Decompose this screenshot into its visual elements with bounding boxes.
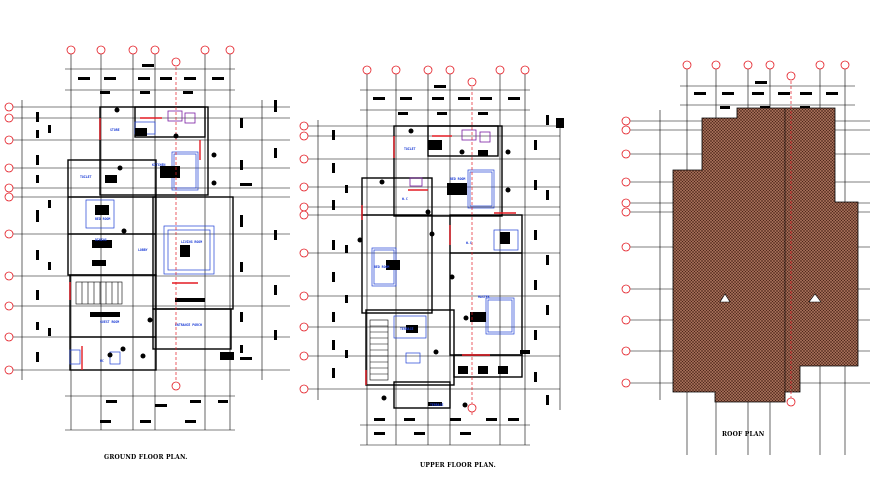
ground-floor-plan: STORE KITCHEN TOILET BED ROOM DINING LOB… bbox=[4, 45, 290, 461]
svg-text:TERRACE: TERRACE bbox=[400, 327, 414, 331]
upper-furniture-blocks bbox=[386, 140, 510, 406]
upper-staircase bbox=[369, 319, 389, 381]
upper-door-highlights bbox=[361, 135, 516, 385]
svg-text:W.C: W.C bbox=[402, 197, 408, 201]
upper-room-labels: TOILET BED ROOM W.C W.C BED ROOM MASTER … bbox=[374, 147, 490, 407]
svg-text:WC: WC bbox=[100, 359, 104, 363]
svg-text:BED ROOM: BED ROOM bbox=[450, 177, 465, 181]
svg-text:LIVING ROOM: LIVING ROOM bbox=[181, 240, 202, 244]
ground-walls bbox=[67, 106, 234, 371]
svg-text:W.C: W.C bbox=[466, 241, 472, 245]
svg-text:GUEST ROOM: GUEST ROOM bbox=[100, 320, 119, 324]
upper-sanitary bbox=[409, 129, 491, 187]
upper-grid-bubbles bbox=[299, 65, 530, 413]
svg-text:LOBBY: LOBBY bbox=[138, 248, 148, 252]
upper-floor-plan: TOILET BED ROOM W.C W.C BED ROOM MASTER … bbox=[299, 65, 564, 469]
upper-dimension-text-marks bbox=[332, 85, 564, 435]
svg-text:MASTER: MASTER bbox=[478, 295, 490, 299]
ground-grid-bubbles bbox=[4, 45, 235, 391]
upper-dimensions bbox=[317, 89, 561, 446]
roof-outline bbox=[672, 107, 859, 403]
svg-text:ENTRANCE PORCH: ENTRANCE PORCH bbox=[175, 323, 202, 327]
svg-text:TOILET: TOILET bbox=[80, 175, 92, 179]
svg-text:BED ROOM: BED ROOM bbox=[374, 265, 389, 269]
roof-north-marks bbox=[719, 293, 822, 303]
upper-level-markers bbox=[357, 128, 511, 408]
ground-sanitary bbox=[167, 110, 196, 124]
ground-staircase bbox=[75, 281, 123, 305]
ground-level-markers bbox=[107, 107, 217, 359]
svg-text:TOILET: TOILET bbox=[404, 147, 416, 151]
svg-text:DINING: DINING bbox=[95, 238, 107, 242]
ground-floor-caption: GROUND FLOOR PLAN. bbox=[104, 454, 188, 461]
ground-door-highlights bbox=[69, 117, 201, 370]
svg-text:BED ROOM: BED ROOM bbox=[95, 217, 110, 221]
roof-plan-caption: ROOF PLAN bbox=[722, 431, 765, 438]
roof-dimensions bbox=[659, 85, 855, 400]
upper-floor-caption: UPPER FLOOR PLAN. bbox=[420, 462, 496, 469]
ground-room-labels: STORE KITCHEN TOILET BED ROOM DINING LOB… bbox=[80, 128, 202, 363]
roof-dimension-text-marks bbox=[694, 81, 838, 109]
ground-horizontal-grid bbox=[12, 106, 290, 371]
svg-text:KITCHEN: KITCHEN bbox=[152, 163, 166, 167]
ground-furniture-blocks bbox=[90, 128, 234, 360]
ground-dimension-text-marks bbox=[36, 64, 277, 423]
ground-dimensions bbox=[21, 68, 263, 431]
svg-text:STORE: STORE bbox=[110, 128, 120, 132]
roof-plan: ROOF PLAN bbox=[621, 60, 870, 455]
roof-grid-bubbles bbox=[621, 60, 850, 407]
svg-text:TERRACE: TERRACE bbox=[430, 403, 444, 407]
